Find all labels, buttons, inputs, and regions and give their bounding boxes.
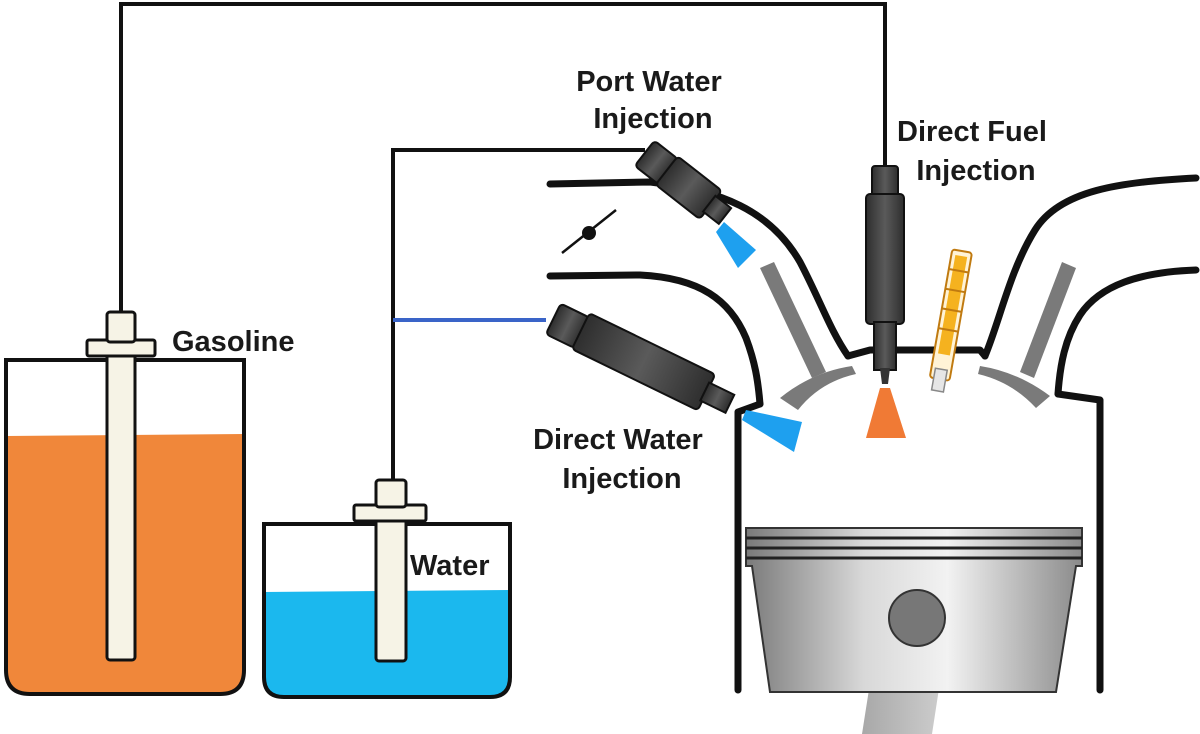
- direct-water-injection-label: Direct Water Injection: [533, 424, 711, 495]
- cylinder-head: [734, 346, 1104, 694]
- direct-water-injector: [546, 303, 736, 415]
- intake-valve: [760, 262, 856, 410]
- port-water-injector: [635, 141, 733, 226]
- fuel-line: [119, 2, 887, 312]
- exhaust-runner: [981, 174, 1200, 398]
- port-water-spray: [716, 222, 756, 268]
- water-tank-outline: [262, 522, 512, 699]
- water-tank: [262, 478, 512, 699]
- spark-plug: [929, 248, 973, 393]
- water-label: Water: [410, 550, 490, 582]
- gasoline-tank: [4, 310, 246, 696]
- gasoline-tank-outline: [4, 358, 246, 696]
- direct-fuel-injector: [865, 165, 905, 384]
- piston: [745, 527, 1083, 734]
- water-pickup-tube: [374, 516, 408, 663]
- direct-fuel-injection-label: Direct Fuel Injection: [897, 116, 1055, 187]
- gasoline-pickup-tube: [105, 352, 137, 662]
- exhaust-valve: [978, 262, 1076, 408]
- throttle-valve: [561, 209, 617, 254]
- piston-pin: [888, 589, 946, 647]
- port-water-injection-label: Port Water Injection: [576, 66, 730, 135]
- water-line-port: [391, 148, 645, 480]
- fuel-spray: [866, 388, 906, 438]
- gasoline-label: Gasoline: [172, 326, 295, 358]
- direct-water-spray: [742, 410, 802, 452]
